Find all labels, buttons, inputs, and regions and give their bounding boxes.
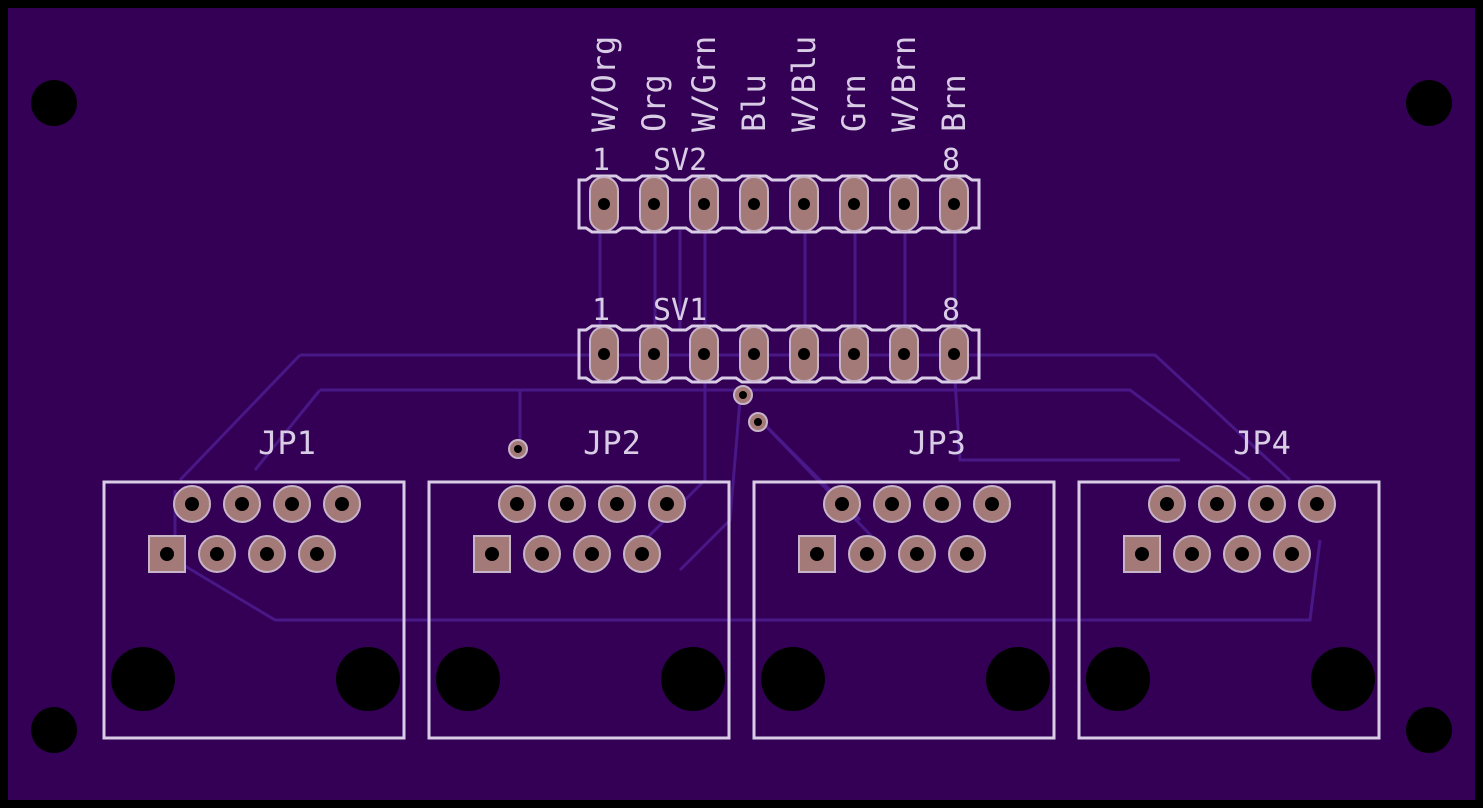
pad-drill	[835, 497, 849, 511]
jack-pad-square	[473, 535, 511, 573]
pad-drill	[535, 547, 549, 561]
jack-label: JP3	[908, 424, 966, 462]
pad-drill	[185, 497, 199, 511]
pad-drill	[648, 348, 660, 360]
pad-drill	[598, 198, 610, 210]
traces	[173, 230, 1322, 622]
pad-drill	[898, 198, 910, 210]
pad-drill	[260, 547, 274, 561]
pad-drill	[898, 348, 910, 360]
pin-first-label: 1	[592, 143, 610, 178]
pin-last-label: 8	[942, 293, 960, 328]
jack-label: JP2	[583, 424, 641, 462]
pad-drill	[910, 547, 924, 561]
jack-outline	[1077, 480, 1381, 740]
wire-color-labels: W/Org Org W/Grn Blu W/Blu Grn W/Brn Brn	[585, 36, 973, 132]
jack-mount-hole	[986, 647, 1050, 711]
header-outline	[577, 174, 981, 234]
jack-outline	[427, 480, 731, 740]
pad-drill	[485, 547, 499, 561]
pad-drill	[748, 348, 760, 360]
pad-drill	[1160, 497, 1174, 511]
pad-drill	[698, 348, 710, 360]
pad-drill	[960, 547, 974, 561]
header-name-label: SV2	[653, 143, 707, 178]
jack-jp2: JP2	[427, 424, 731, 740]
pad-drill	[748, 198, 760, 210]
mounting-hole-icon	[1406, 80, 1452, 126]
pad-drill	[235, 497, 249, 511]
pad-drill	[160, 547, 174, 561]
jack-mount-hole	[436, 647, 500, 711]
pad-drill	[210, 547, 224, 561]
jack-mount-hole	[1311, 647, 1375, 711]
header-sv2: 1 SV2 8	[577, 143, 981, 234]
pad-drill	[585, 547, 599, 561]
mounting-holes	[31, 80, 1452, 753]
pad-drill	[860, 547, 874, 561]
pad-drill	[948, 198, 960, 210]
pad-drill	[1135, 547, 1149, 561]
pad-drill	[798, 198, 810, 210]
jack-outline	[102, 480, 406, 740]
header-name-label: SV1	[653, 293, 707, 328]
pad-drill	[948, 348, 960, 360]
jack-jp3: JP3	[752, 424, 1056, 740]
pad-drill	[1185, 547, 1199, 561]
pad-drill	[285, 497, 299, 511]
pin-last-label: 8	[942, 143, 960, 178]
pad-drill	[810, 547, 824, 561]
vias	[508, 385, 768, 459]
pad-drill	[648, 198, 660, 210]
pad-drill	[310, 547, 324, 561]
mounting-hole-icon	[31, 707, 77, 753]
pin-first-label: 1	[592, 293, 610, 328]
pad-drill	[985, 497, 999, 511]
jack-jp4: JP4	[1077, 424, 1381, 740]
mounting-hole-icon	[31, 80, 77, 126]
wire-label: Org	[635, 74, 673, 132]
pad-drill	[610, 497, 624, 511]
pad-drill	[660, 497, 674, 511]
rj45-jacks: JP1 JP2 JP3 JP4	[102, 424, 1381, 740]
pad-drill	[935, 497, 949, 511]
jack-mount-hole	[661, 647, 725, 711]
pad-drill	[1285, 547, 1299, 561]
pad-drill	[885, 497, 899, 511]
jack-jp1: JP1	[102, 424, 406, 740]
pad-drill	[698, 198, 710, 210]
jack-outline	[752, 480, 1056, 740]
header-sv1: 1 SV1 8	[577, 293, 981, 384]
wire-label: W/Grn	[685, 36, 723, 132]
pad-drill	[1260, 497, 1274, 511]
jack-mount-hole	[761, 647, 825, 711]
pad-drill	[598, 348, 610, 360]
pad-drill	[848, 348, 860, 360]
pad-drill	[560, 497, 574, 511]
jack-mount-hole	[111, 647, 175, 711]
jack-label: JP4	[1233, 424, 1291, 462]
pad-drill	[1310, 497, 1324, 511]
pad-drill	[635, 547, 649, 561]
header-outline	[577, 324, 981, 384]
pad-drill	[798, 348, 810, 360]
wire-label: W/Org	[585, 36, 623, 132]
jack-label: JP1	[258, 424, 316, 462]
mounting-hole-icon	[1406, 707, 1452, 753]
wire-label: Blu	[735, 74, 773, 132]
wire-label: W/Blu	[785, 36, 823, 132]
wire-label: Grn	[835, 74, 873, 132]
pad-drill	[1210, 497, 1224, 511]
pad-drill	[510, 497, 524, 511]
wire-label: W/Brn	[885, 36, 923, 132]
pad-drill	[1235, 547, 1249, 561]
jack-mount-hole	[336, 647, 400, 711]
jack-mount-hole	[1086, 647, 1150, 711]
pad-drill	[848, 198, 860, 210]
pad-drill	[335, 497, 349, 511]
wire-label: Brn	[935, 74, 973, 132]
